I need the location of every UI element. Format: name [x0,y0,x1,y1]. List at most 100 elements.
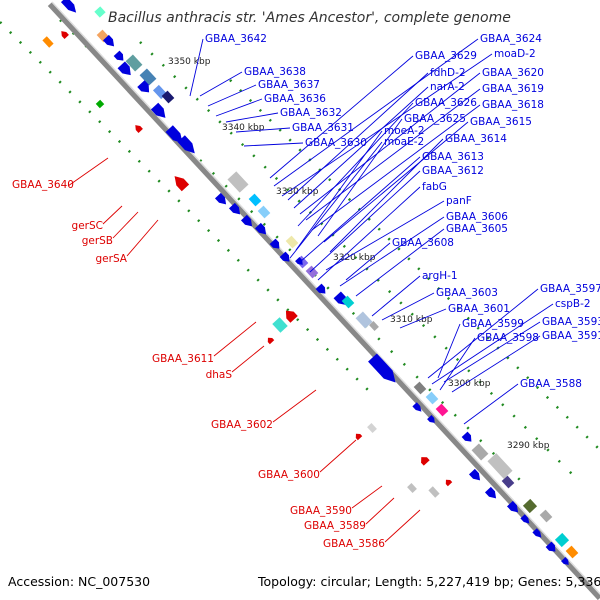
forward-gene-label[interactable]: moeA-2 [384,125,425,137]
forward-gene-label[interactable]: fabG [422,181,447,193]
gene-feature[interactable] [228,202,243,217]
reverse-gene-label[interactable]: gerSA [96,253,128,265]
forward-gene-label[interactable]: GBAA_3593 [542,316,600,328]
gene-feature[interactable] [254,222,269,237]
gene-feature[interactable] [554,532,570,548]
forward-gene-label[interactable]: GBAA_3638 [244,66,306,78]
forward-gene-label[interactable]: GBAA_3625 [404,113,466,125]
gene-feature[interactable] [520,514,531,525]
gene-feature[interactable] [355,311,373,329]
gene-feature[interactable] [177,135,199,156]
forward-gene-label[interactable]: cspB-2 [555,298,591,310]
gene-feature[interactable] [171,173,190,192]
gene-feature[interactable] [425,391,439,405]
gene-feature[interactable] [468,468,483,483]
gene-feature[interactable] [369,321,379,331]
gene-feature[interactable] [227,171,249,193]
reverse-gene-label[interactable]: GBAA_3590 [290,505,352,517]
gene-feature[interactable] [95,99,105,109]
gene-feature[interactable] [565,545,579,559]
forward-gene-label[interactable]: GBAA_3588 [520,378,582,390]
gene-feature[interactable] [484,486,499,501]
forward-gene-label[interactable]: GBAA_3597 [540,283,600,295]
gene-feature[interactable] [102,34,117,49]
forward-gene-label[interactable]: GBAA_3613 [422,151,484,163]
forward-gene-label[interactable]: GBAA_3608 [392,237,454,249]
forward-gene-label[interactable]: GBAA_3605 [446,223,508,235]
gene-feature[interactable] [413,381,427,395]
reverse-gene-label[interactable]: GBAA_3602 [211,419,273,431]
forward-gene-label[interactable]: GBAA_3626 [415,97,477,109]
reverse-gene-label[interactable]: GBAA_3611 [152,353,214,365]
forward-gene-label[interactable]: GBAA_3615 [470,116,532,128]
forward-gene-label[interactable]: moaD-2 [494,48,536,60]
reverse-gene-label[interactable]: GBAA_3586 [323,538,385,550]
forward-gene-label[interactable]: GBAA_3603 [436,287,498,299]
gene-feature[interactable] [285,235,299,249]
gene-feature[interactable] [59,29,69,39]
gene-feature[interactable] [161,90,175,104]
forward-gene-label[interactable]: fdhD-2 [430,67,466,79]
forward-gene-label[interactable]: GBAA_3598 [477,332,539,344]
gene-feature[interactable] [367,423,377,433]
reverse-gene-label[interactable]: GBAA_3640 [12,179,74,191]
gene-feature[interactable] [137,80,152,96]
gene-feature[interactable] [315,283,329,297]
gene-feature[interactable] [501,475,515,489]
gene-feature[interactable] [214,192,229,207]
gene-feature[interactable] [418,454,430,466]
gene-feature[interactable] [266,336,275,345]
forward-gene-label[interactable]: panF [446,195,472,207]
forward-gene-label[interactable]: GBAA_3642 [205,33,267,45]
gene-feature[interactable] [412,402,423,413]
gene-feature[interactable] [42,36,54,48]
gene-feature[interactable] [532,528,543,539]
forward-gene-label[interactable]: GBAA_3591 [542,330,600,342]
forward-gene-label[interactable]: GBAA_3601 [448,303,510,315]
gene-feature[interactable] [487,453,513,479]
gene-feature[interactable] [269,238,283,252]
forward-gene-label[interactable]: GBAA_3631 [292,122,354,134]
gene-feature[interactable] [305,265,319,279]
reverse-gene-label[interactable]: gerSC [72,220,103,232]
gene-feature[interactable] [522,498,538,514]
forward-gene-label[interactable]: GBAA_3630 [305,137,367,149]
forward-gene-label[interactable]: GBAA_3606 [446,211,508,223]
gene-feature[interactable] [461,431,475,445]
gene-feature[interactable] [279,251,293,265]
forward-gene-label[interactable]: argH-1 [422,270,458,282]
forward-gene-label[interactable]: GBAA_3614 [445,133,507,145]
gene-feature[interactable] [133,123,143,133]
gene-feature[interactable] [354,432,363,441]
forward-gene-label[interactable]: GBAA_3612 [422,165,484,177]
gene-feature[interactable] [444,478,453,487]
gene-feature[interactable] [368,353,400,386]
forward-gene-label[interactable]: GBAA_3618 [482,99,544,111]
gene-feature[interactable] [428,486,440,498]
forward-gene-label[interactable]: GBAA_3620 [482,67,544,79]
gene-feature[interactable] [165,125,187,146]
forward-gene-label[interactable]: narA-2 [430,81,465,93]
reverse-gene-label[interactable]: GBAA_3589 [304,520,366,532]
gene-feature[interactable] [257,205,271,219]
gene-feature[interactable] [282,307,298,323]
gene-feature[interactable] [113,50,127,64]
gene-feature[interactable] [125,54,143,72]
gene-feature[interactable] [94,6,106,18]
gene-feature[interactable] [139,68,157,86]
gene-feature[interactable] [506,500,521,515]
forward-gene-label[interactable]: GBAA_3629 [415,50,477,62]
gene-feature[interactable] [341,295,355,309]
gene-feature[interactable] [60,0,79,15]
forward-gene-label[interactable]: moaE-2 [384,136,424,148]
reverse-gene-label[interactable]: GBAA_3600 [258,469,320,481]
gene-feature[interactable] [150,102,169,122]
gene-feature[interactable] [248,193,262,207]
forward-gene-label[interactable]: GBAA_3599 [462,318,524,330]
gene-feature[interactable] [295,257,305,267]
forward-gene-label[interactable]: GBAA_3636 [264,93,326,105]
gene-feature[interactable] [435,403,449,417]
reverse-gene-label[interactable]: gerSB [82,235,113,247]
gene-feature[interactable] [407,483,417,493]
reverse-gene-label[interactable]: dhaS [206,369,233,381]
